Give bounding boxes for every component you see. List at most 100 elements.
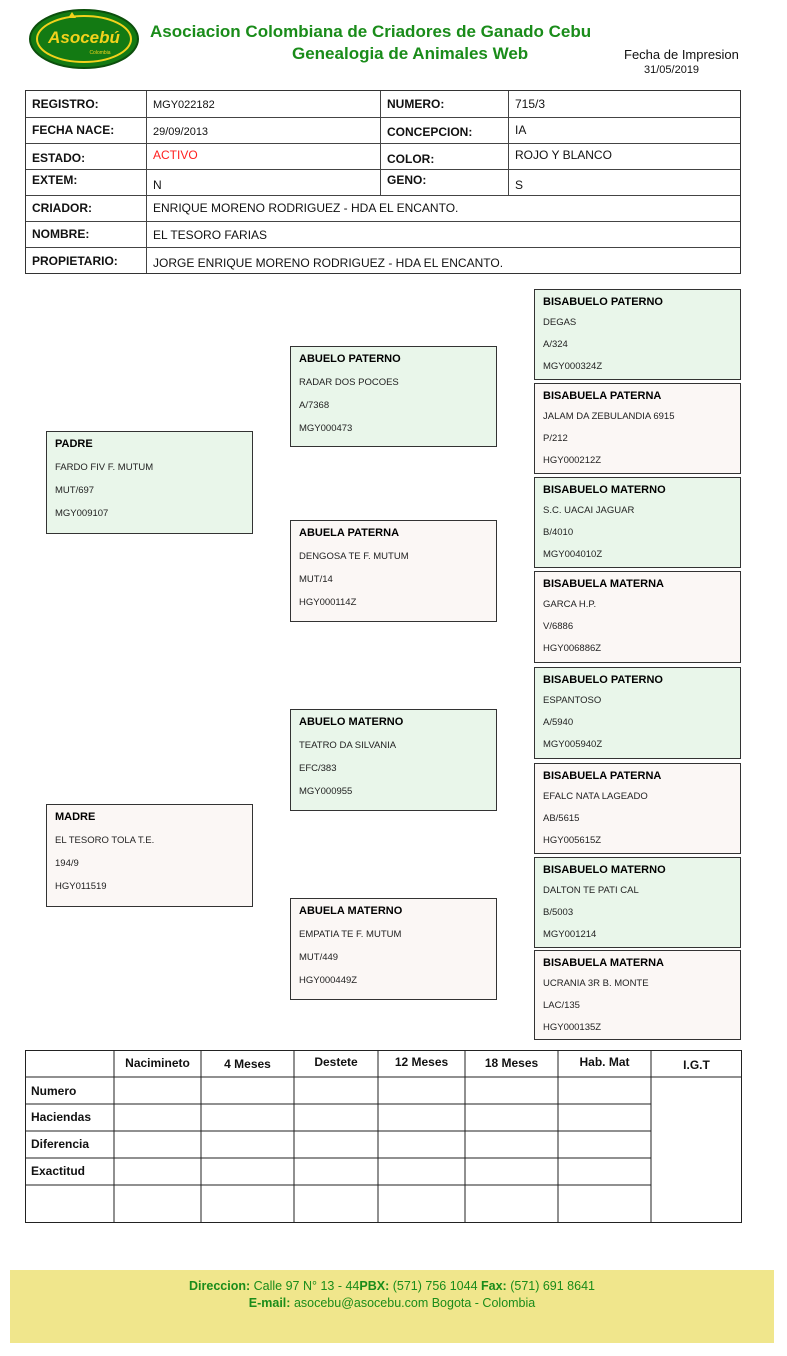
- registro-label: REGISTRO:: [32, 97, 99, 111]
- criador-label: CRIADOR:: [32, 201, 92, 215]
- abuela-materna-title: ABUELA MATERNO: [299, 905, 403, 917]
- padre-name: FARDO FIV F. MUTUM: [55, 462, 154, 473]
- row-label-numero: Numero: [31, 1084, 77, 1098]
- extem-value: N: [146, 169, 380, 195]
- bisabuela-number: V/6886: [543, 621, 574, 632]
- performance-table: Nacimineto 4 Meses Destete 12 Meses 18 M…: [25, 1050, 742, 1223]
- bisabuelo-reg: MGY004010Z: [543, 549, 603, 560]
- bisabuela-reg: HGY006886Z: [543, 643, 602, 654]
- padre-number: MUT/697: [55, 485, 95, 496]
- pbx-value: (571) 756 1044: [392, 1279, 478, 1293]
- numero-value: 715/3: [508, 91, 740, 117]
- padre-box: PADRE FARDO FIV F. MUTUM MUT/697 MGY0091…: [46, 431, 253, 534]
- abuelo-materno-name: TEATRO DA SILVANIA: [299, 740, 397, 751]
- bisabuelo-number: A/324: [543, 339, 568, 350]
- madre-title: MADRE: [55, 811, 96, 823]
- bisabuelo-title: BISABUELO MATERNO: [543, 484, 666, 496]
- bisabuela-box-6: BISABUELA PATERNA EFALC NATA LAGEADO AB/…: [534, 763, 741, 854]
- concepcion-value: IA: [508, 117, 740, 143]
- asocebu-logo: Asocebú Colombia: [28, 8, 140, 70]
- bisabuela-reg: HGY000135Z: [543, 1022, 602, 1033]
- abuela-materna-name: EMPATIA TE F. MUTUM: [299, 929, 402, 940]
- criador-value: ENRIQUE MORENO RODRIGUEZ - HDA EL ENCANT…: [146, 195, 740, 221]
- propietario-label: PROPIETARIO:: [32, 254, 118, 268]
- row-label-diferencia: Diferencia: [31, 1137, 90, 1151]
- abuela-paterna-title: ABUELA PATERNA: [299, 527, 400, 539]
- bisabuela-name: JALAM DA ZEBULANDIA 6915: [543, 411, 675, 422]
- nombre-value: EL TESORO FARIAS: [146, 221, 740, 247]
- info-row-estado: ESTADO: ACTIVO COLOR: ROJO Y BLANCO: [26, 143, 740, 170]
- bisabuela-title: BISABUELA PATERNA: [543, 390, 662, 402]
- geno-value: S: [508, 169, 740, 195]
- fax-value: (571) 691 8641: [510, 1279, 595, 1293]
- bisabuelo-box-3: BISABUELO MATERNO S.C. UACAI JAGUAR B/40…: [534, 477, 741, 568]
- abuela-materna-number: MUT/449: [299, 952, 339, 963]
- abuelo-paterno-box: ABUELO PATERNO RADAR DOS POCOES A/7368 M…: [290, 346, 497, 447]
- bisabuelo-box-5: BISABUELO PATERNO ESPANTOSO A/5940 MGY00…: [534, 667, 741, 759]
- footer-address-line: Direccion: Calle 97 N° 13 - 44PBX: (571)…: [10, 1279, 774, 1293]
- bisabuelo-title: BISABUELO MATERNO: [543, 864, 666, 876]
- bisabuela-name: EFALC NATA LAGEADO: [543, 791, 648, 802]
- bisabuela-number: P/212: [543, 433, 568, 444]
- abuelo-materno-title: ABUELO MATERNO: [299, 716, 404, 728]
- madre-box: MADRE EL TESORO TOLA T.E. 194/9 HGY01151…: [46, 804, 253, 907]
- bisabuelo-title: BISABUELO PATERNO: [543, 296, 663, 308]
- abuela-paterna-box: ABUELA PATERNA DENGOSA TE F. MUTUM MUT/1…: [290, 520, 497, 622]
- abuelo-materno-number: EFC/383: [299, 763, 337, 774]
- bisabuela-name: UCRANIA 3R B. MONTE: [543, 978, 649, 989]
- bisabuelo-number: B/4010: [543, 527, 574, 538]
- bisabuelo-reg: MGY005940Z: [543, 739, 603, 750]
- numero-label: NUMERO:: [380, 91, 508, 117]
- abuelo-materno-box: ABUELO MATERNO TEATRO DA SILVANIA EFC/38…: [290, 709, 497, 811]
- performance-grid-lines: [25, 1050, 742, 1223]
- row-label-exactitud: Exactitud: [31, 1164, 86, 1178]
- pbx-label: PBX:: [359, 1279, 390, 1293]
- header-subtitle: Genealogia de Animales Web: [292, 44, 529, 63]
- bisabuela-box-2: BISABUELA PATERNA JALAM DA ZEBULANDIA 69…: [534, 383, 741, 474]
- address-label: Direccion:: [189, 1279, 251, 1293]
- print-date-label: Fecha de Impresion: [624, 47, 739, 62]
- bisabuela-box-8: BISABUELA MATERNA UCRANIA 3R B. MONTE LA…: [534, 950, 741, 1040]
- email-value: asocebu@asocebu.com Bogota - Colombia: [293, 1296, 536, 1310]
- madre-name: EL TESORO TOLA T.E.: [55, 835, 155, 846]
- abuela-paterna-name: DENGOSA TE F. MUTUM: [299, 551, 409, 562]
- estado-value: ACTIVO: [146, 143, 380, 169]
- abuelo-paterno-reg: MGY000473: [299, 423, 353, 434]
- bisabuelo-number: A/5940: [543, 717, 574, 728]
- bisabuela-title: BISABUELA MATERNA: [543, 957, 664, 969]
- info-row-criador: CRIADOR: ENRIQUE MORENO RODRIGUEZ - HDA …: [26, 195, 740, 222]
- col-header-igt: I.G.T: [683, 1058, 710, 1072]
- abuelo-materno-reg: MGY000955: [299, 786, 353, 797]
- color-label: COLOR:: [380, 143, 508, 169]
- bisabuelo-reg: MGY001214: [543, 929, 597, 940]
- extem-label: EXTEM:: [32, 173, 78, 187]
- bisabuelo-name: ESPANTOSO: [543, 695, 602, 706]
- bisabuela-title: BISABUELA PATERNA: [543, 770, 662, 782]
- logo-emblem-icon: Asocebú Colombia: [29, 9, 139, 69]
- bisabuelo-name: DEGAS: [543, 317, 577, 328]
- bisabuela-name: GARCA H.P.: [543, 599, 597, 610]
- abuela-materna-reg: HGY000449Z: [299, 975, 358, 986]
- logo-text: Asocebú: [47, 28, 120, 47]
- header-title: Asociacion Colombiana de Criadores de Ga…: [150, 22, 592, 41]
- registro-value: MGY022182: [146, 91, 380, 117]
- bisabuelo-number: B/5003: [543, 907, 574, 918]
- fax-label: Fax:: [481, 1279, 507, 1293]
- abuelo-paterno-number: A/7368: [299, 400, 330, 411]
- madre-number: 194/9: [55, 858, 79, 869]
- padre-reg: MGY009107: [55, 508, 109, 519]
- abuela-paterna-number: MUT/14: [299, 574, 333, 585]
- bisabuela-reg: HGY005615Z: [543, 835, 602, 846]
- estado-label: ESTADO:: [32, 151, 86, 165]
- info-row-propietario: PROPIETARIO: JORGE ENRIQUE MORENO RODRIG…: [26, 247, 740, 273]
- bisabuela-reg: HGY000212Z: [543, 455, 602, 466]
- geno-label: GENO:: [380, 169, 508, 195]
- bisabuelo-title: BISABUELO PATERNO: [543, 674, 663, 686]
- nombre-label: NOMBRE:: [32, 227, 90, 241]
- bisabuelo-box-1: BISABUELO PATERNO DEGAS A/324 MGY000324Z: [534, 289, 741, 380]
- col-header-4-meses: 4 Meses: [224, 1057, 271, 1071]
- padre-title: PADRE: [55, 438, 93, 450]
- bisabuelo-name: DALTON TE PATI CAL: [543, 885, 639, 896]
- fecha-nace-value: 29/09/2013: [146, 117, 380, 143]
- info-row-nombre: NOMBRE: EL TESORO FARIAS: [26, 221, 740, 248]
